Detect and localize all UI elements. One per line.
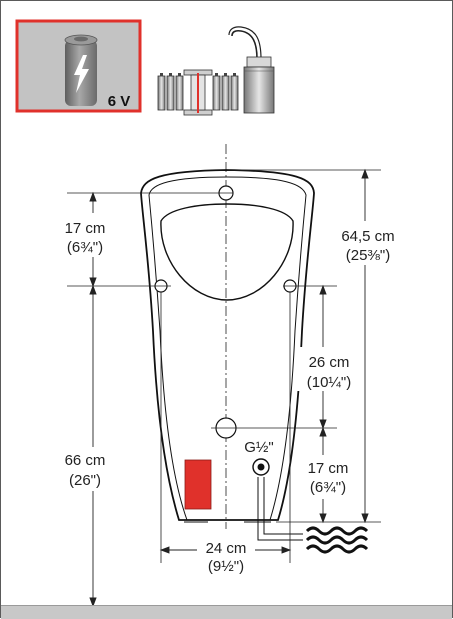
- width-in-label: (9½"): [208, 558, 244, 575]
- top-offset-in-label: (6¾"): [67, 239, 103, 256]
- power-badge: 6 V: [15, 19, 142, 113]
- total-height-in-label: (25⅜"): [346, 247, 391, 264]
- lightning-icon: [74, 55, 89, 93]
- sensor-module: [184, 459, 212, 510]
- connection-size-label: G½": [244, 439, 274, 456]
- total-height-cm-label: 64,5 cm: [341, 228, 394, 245]
- outlet-in-label: (6¾"): [310, 479, 346, 496]
- outlet-cm-label: 17 cm: [308, 460, 349, 477]
- battery-pack-icon: [228, 26, 275, 114]
- extension-lines: [67, 169, 381, 563]
- floor-height-in-label: (26"): [69, 472, 101, 489]
- top-offset-cm-label: 17 cm: [65, 220, 106, 237]
- hole-spacing-cm-label: 26 cm: [309, 354, 350, 371]
- water-waves-icon: [305, 526, 369, 554]
- urinal-outline: [140, 169, 315, 523]
- battery-holder-icon: [157, 69, 239, 116]
- width-cm-label: 24 cm: [206, 540, 247, 557]
- footer-bar: [1, 605, 452, 619]
- voltage-label: 6 V: [108, 93, 131, 110]
- hole-spacing-in-label: (10¼"): [307, 374, 352, 391]
- battery-icon: [64, 34, 98, 106]
- floor-height-cm-label: 66 cm: [65, 452, 106, 469]
